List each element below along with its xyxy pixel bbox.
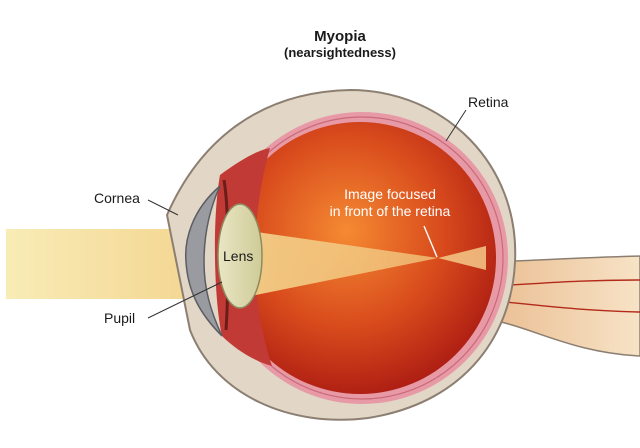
focus-cone xyxy=(236,229,438,299)
pupil-label: Pupil xyxy=(104,310,136,326)
focus-annotation: Image focused in front of the retina xyxy=(300,186,480,220)
diagram-subtitle: (nearsightedness) xyxy=(284,45,396,60)
retina-label: Retina xyxy=(468,94,509,110)
retina-leader xyxy=(445,109,467,142)
focus-annotation-line-1: Image focused xyxy=(344,186,436,202)
cornea-shape xyxy=(184,185,223,337)
focus-leader xyxy=(423,225,438,258)
focus-annotation-line-2: in front of the retina xyxy=(329,203,451,219)
diagram-title: Myopia xyxy=(314,28,366,45)
diverging-cone xyxy=(438,246,486,270)
lens-shape xyxy=(217,203,263,309)
cornea-leader xyxy=(147,199,179,216)
pupil-leader xyxy=(147,281,223,319)
cornea-label: Cornea xyxy=(94,190,140,206)
lens-label: Lens xyxy=(223,248,254,264)
